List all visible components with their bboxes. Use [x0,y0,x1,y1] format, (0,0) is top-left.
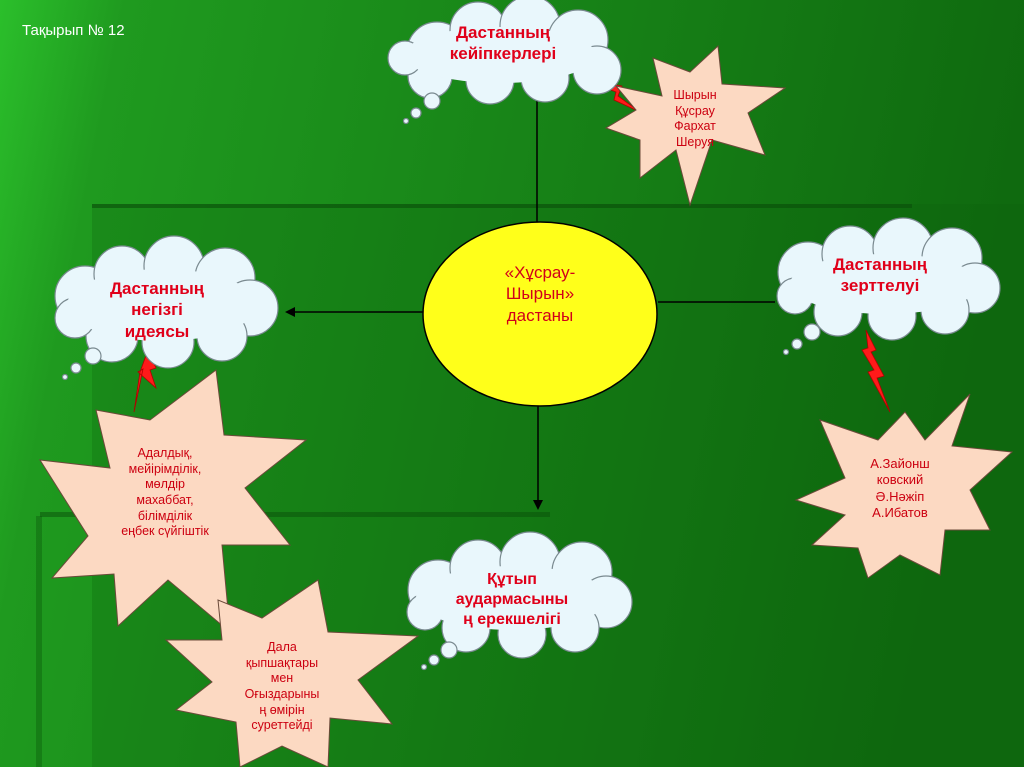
star-characters [604,44,787,207]
cloud-translation [406,531,633,671]
cloud-characters [387,0,622,125]
panel-edge-top [92,204,912,208]
star-translation [164,579,420,767]
cloud-research-label: Дастанның зерттелуі [832,255,928,296]
star-characters-label: Шырын Құсрау Фархат Шеруя [673,88,717,149]
star-research [794,393,1014,579]
cloud-characters-label: Дастанның кейіпкерлері [449,23,557,64]
cloud-idea-label: Дастанның негізгі идеясы [109,279,205,341]
center-label: «Хұсрау- Шырын» дастаны [504,263,576,325]
star-idea [39,369,308,634]
star-translation-label: Дала қыпшақтары мен Оғыздарыны ң өмірін … [244,640,320,733]
cloud-research [776,217,1001,356]
lightning-research [861,329,891,413]
panel-edge-mid [40,512,550,517]
star-idea-label: Адалдық, мейірімділік, мөлдір махаббат, … [121,446,209,539]
cloud-translation-label: Құтып аудармасыны ң ерекшелігі [455,571,569,628]
center-ellipse [422,221,658,407]
lightning-idea [133,348,157,413]
panel-edge-left [36,516,42,767]
slide-title: Тақырып № 12 [22,22,125,39]
star-research-label: А.Зайонш ковский Ә.Нәжіп А.Ибатов [870,456,930,520]
cloud-idea [54,235,279,381]
